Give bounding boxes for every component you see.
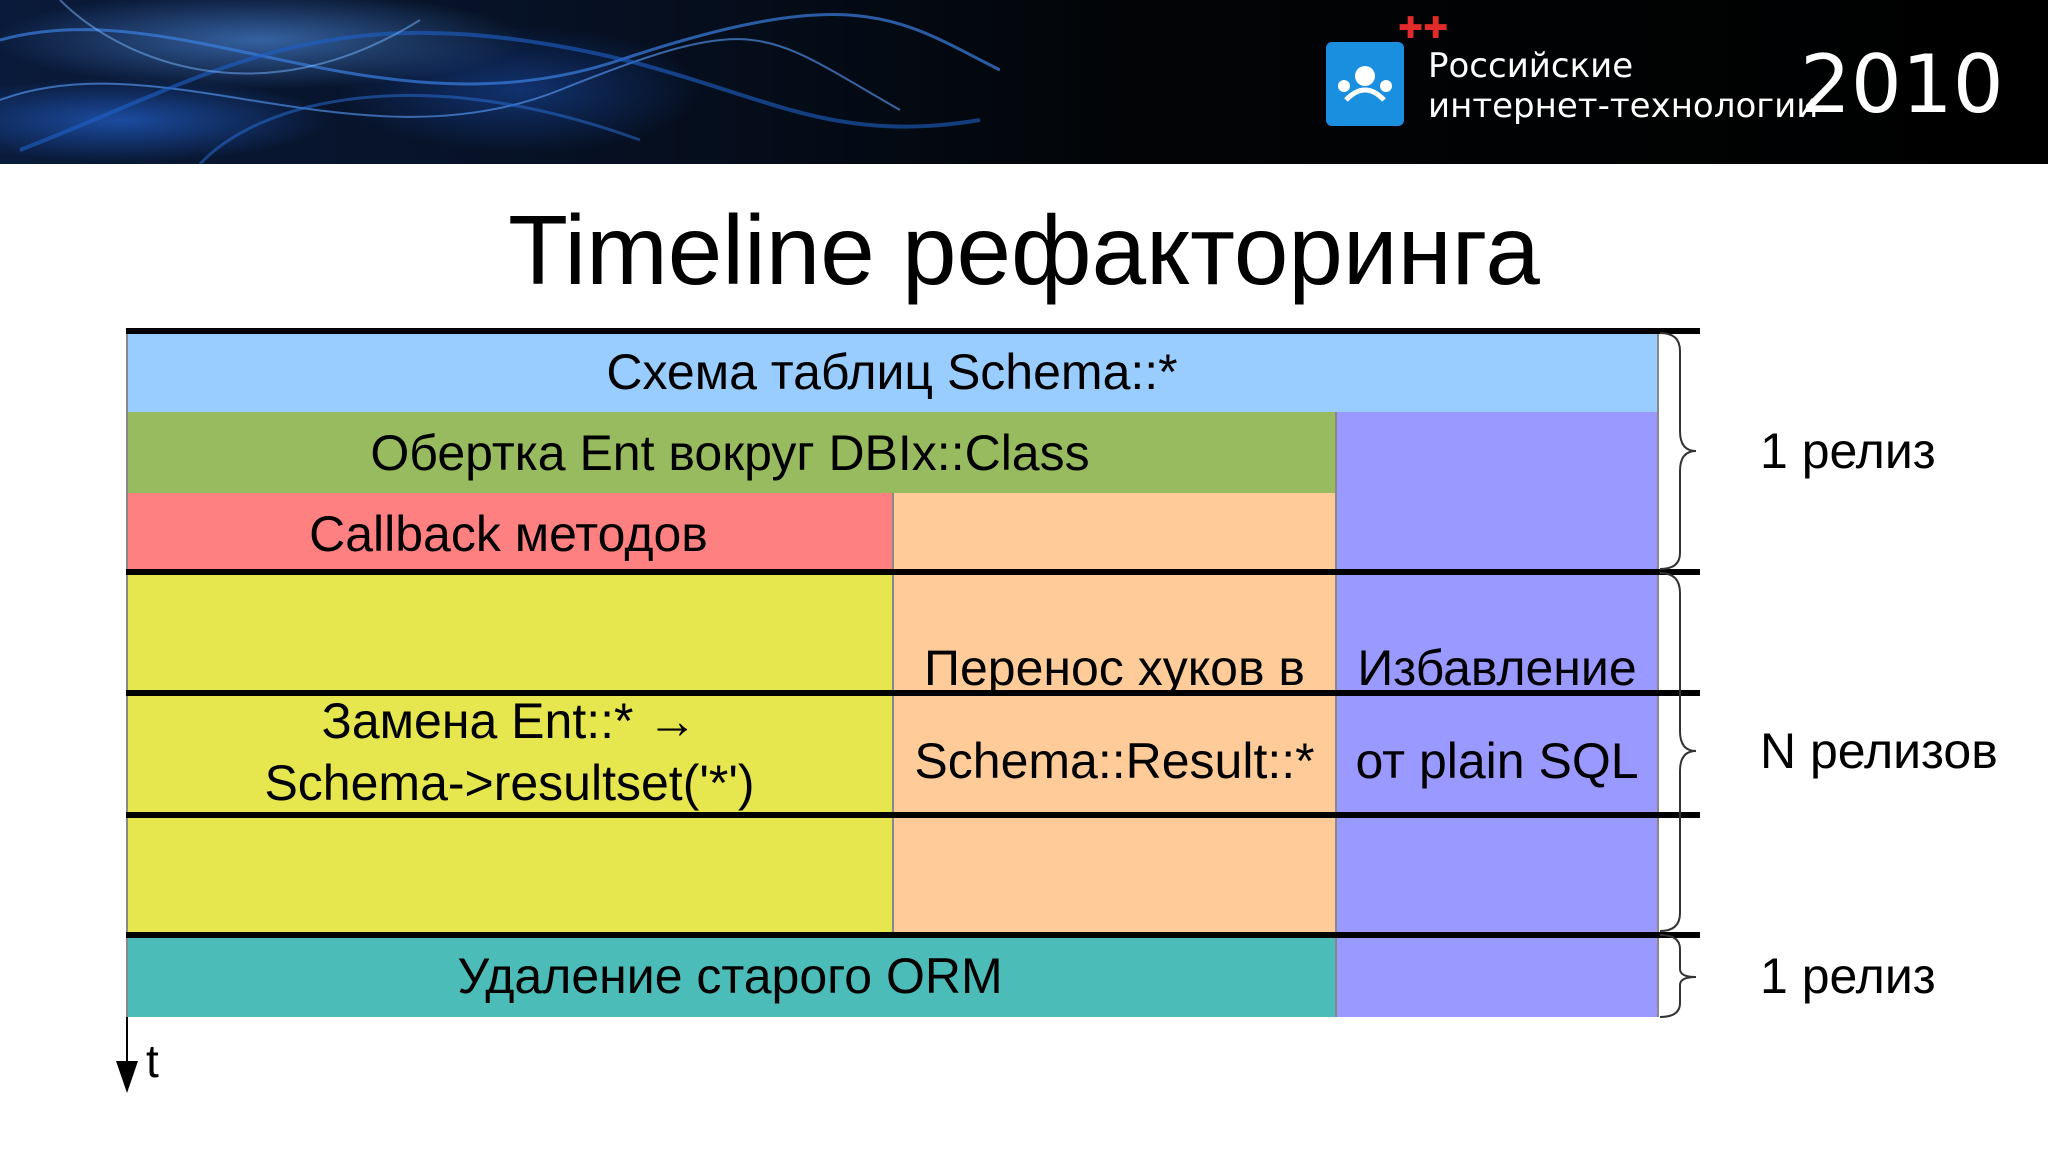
plain-sql-cell [1336,412,1658,1017]
plain-sql-label-1: Избавление [1357,640,1637,696]
swirl-decoration [0,0,1000,164]
header-banner: ✚✚ Российские интернет-технологии 2010 [0,0,2048,164]
phase2-label: N релизов [1760,723,1998,779]
divider-right-edge [1657,331,1659,1017]
schema-row: Схема таблиц Schema::* [126,331,1658,412]
conference-year: 2010 [1800,38,2004,131]
remove-orm-cell: Удаление старого ORM [126,935,1336,1017]
people-group-icon [1338,66,1392,102]
phase3-label: 1 релиз [1760,948,1936,1004]
hooks-cell [893,572,1336,935]
release-line-1 [126,328,1700,334]
remove-orm-label: Удаление старого ORM [457,948,1003,1004]
hooks-label-2: Schema::Result::* [914,733,1315,789]
replace-cell [126,572,893,935]
release-line-2 [126,569,1700,575]
replace-label-1: Замена Ent::* → [321,693,698,749]
release-braces [1660,332,1697,1018]
wrapper-label: Обертка Ent вокруг DBIx::Class [370,425,1090,481]
time-axis-arrow [116,1017,138,1093]
callback-cell: Callback методов [126,493,893,572]
conference-logo [1326,42,1404,126]
divider-callback [892,493,894,935]
release-line-4 [126,812,1700,818]
hooks-top-cell [893,493,1336,572]
phase1-label: 1 релиз [1760,423,1936,479]
release-line-3 [126,690,1700,696]
plus-mark-icon: ✚✚ [1398,11,1449,46]
callback-label: Callback методов [309,506,708,562]
hooks-label-1: Перенос хуков в [924,640,1305,696]
replace-label-2: Schema->resultset('*') [264,755,755,811]
release-line-5 [126,932,1700,938]
divider-plain-sql [1335,412,1337,1017]
brand-line-1: Российские [1428,46,1634,86]
plain-sql-label-2: от plain SQL [1355,733,1639,789]
time-axis-label: t [146,1035,159,1087]
schema-label: Схема таблиц Schema::* [606,344,1178,400]
divider-left-edge [126,331,128,1017]
slide-title: Timeline рефакторинга [508,195,1540,305]
wrapper-cell: Обертка Ent вокруг DBIx::Class [126,412,1336,493]
brand-line-2: интернет-технологии [1428,86,1819,126]
